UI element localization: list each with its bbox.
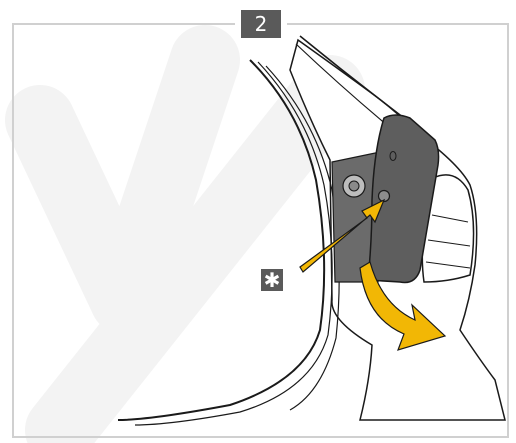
flap-hole [390, 152, 396, 161]
asterisk-icon: ✱ [261, 269, 283, 291]
socket-cap-inner [349, 181, 359, 191]
step-number-badge: 2 [241, 10, 281, 38]
